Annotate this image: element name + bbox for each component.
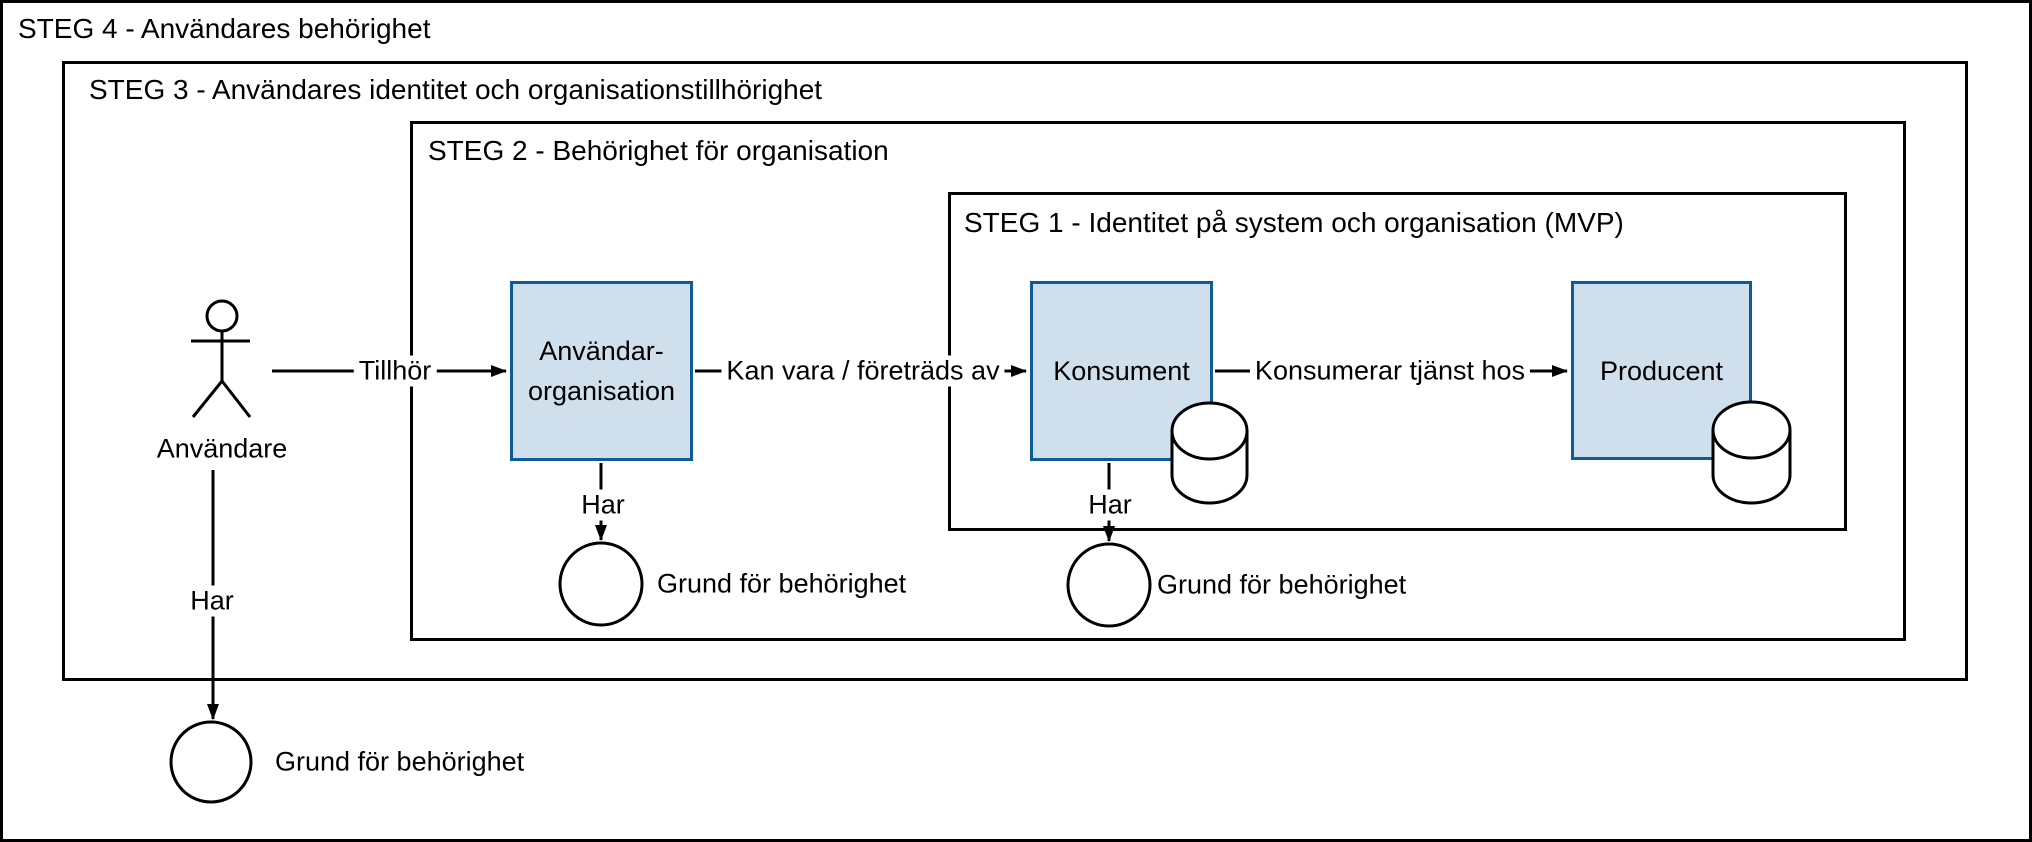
edge-konsumerar-label: Konsumerar tjänst hos [1249,355,1531,387]
node-konsument: Konsument [1030,281,1213,461]
grund-label-anvandarorganisation: Grund för behörighet [657,568,907,599]
frame-steg2-title: STEG 2 - Behörighet för organisation [428,135,889,166]
node-konsument-label: Konsument [1053,356,1190,386]
node-anvandare-label: Användare [156,433,288,464]
frame-steg4-title: STEG 4 - Användares behörighet [18,13,431,44]
node-producent: Producent [1571,281,1752,460]
edge-tillhor-label: Tillhör [353,355,437,387]
frame-steg3 [62,61,1968,681]
grund-label-konsument: Grund för behörighet [1157,569,1407,600]
edge-har-konsument-label: Har [1083,489,1137,521]
node-anvandarorganisation: Användar- organisation [510,281,693,461]
frame-steg1-title: STEG 1 - Identitet på system och organis… [964,207,1624,238]
edge-har-anvandare-label: Har [185,585,239,617]
node-anvandarorganisation-label-line1: Användar- [539,336,664,366]
node-anvandarorganisation-label-line2: organisation [527,376,676,406]
grund-label-anvandare: Grund för behörighet [275,746,525,777]
node-producent-label: Producent [1599,355,1724,386]
edge-har-anvandarorganisation-label: Har [576,489,630,521]
frame-steg3-title: STEG 3 - Användares identitet och organi… [89,74,823,105]
edge-kan-vara-label: Kan vara / företräds av [721,355,1005,387]
